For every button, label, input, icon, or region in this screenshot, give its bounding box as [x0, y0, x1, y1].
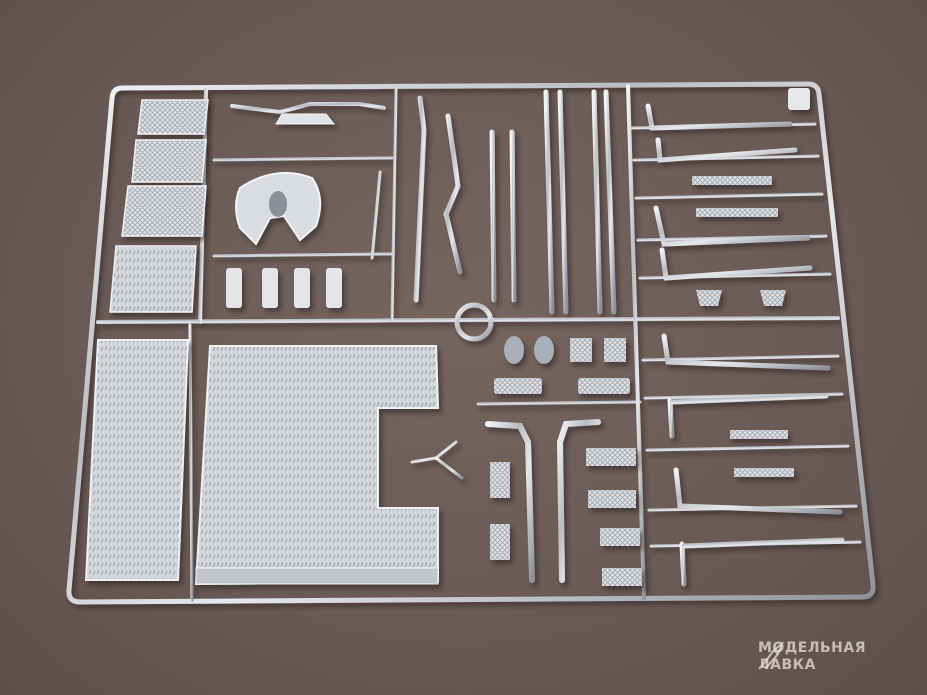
watermark: МОДЕЛЬНАЯ ЛАВКА	[758, 640, 866, 674]
watermark-line1: МОДЕЛЬНАЯ	[758, 640, 866, 656]
scalpel-logo-icon	[760, 641, 785, 670]
